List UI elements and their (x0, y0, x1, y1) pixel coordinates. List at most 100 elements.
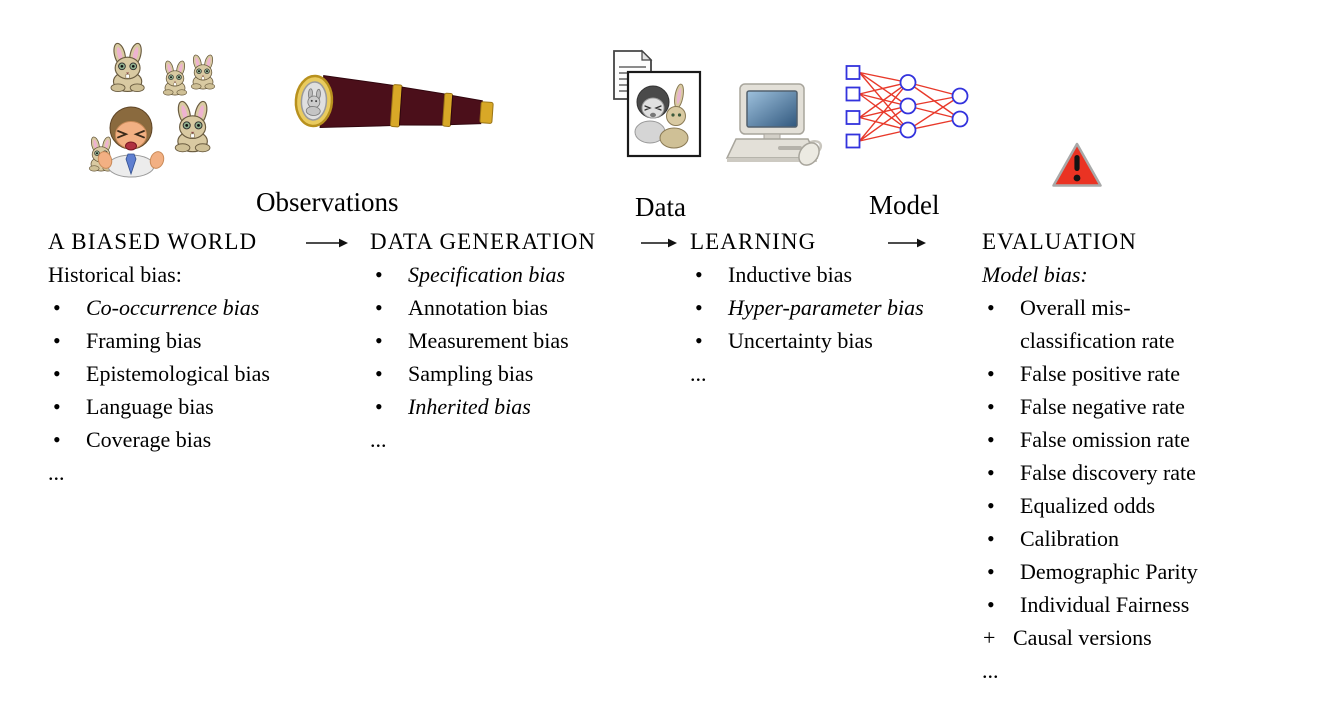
desktop-computer-icon (725, 83, 823, 166)
bias-item: •Equalized odds (982, 489, 1220, 522)
bias-item-label: Calibration (1020, 526, 1119, 551)
bullet-marker: • (987, 460, 995, 485)
bias-item: • Epistemological bias (48, 357, 358, 390)
bias-item: • Calibration (982, 522, 1220, 555)
bullet-marker: • (987, 427, 995, 452)
bias-item: • Hyper-parameter bias (690, 291, 976, 324)
flow-arrow-1 (306, 238, 348, 248)
stage-biased-world: A BIASED WORLD Historical bias: • Co-occu… (48, 225, 358, 489)
mouse (798, 142, 820, 166)
bias-item-label: Framing bias (86, 328, 202, 353)
bullet-marker: • (53, 394, 61, 419)
bias-item: • Individual Fairness (982, 588, 1220, 621)
network-nodes (845, 65, 969, 149)
bullet-marker: • (987, 592, 995, 617)
bullet-marker: • (987, 361, 995, 386)
bullet-marker: • (987, 493, 995, 518)
bias-item: + Causal versions (982, 621, 1220, 654)
bullet-marker: • (695, 262, 703, 287)
stage-title: DATA GENERATION (370, 229, 597, 254)
bias-item: • False discovery rate (982, 456, 1220, 489)
bias-item: • Inherited bias (370, 390, 662, 423)
photo-rabbit (659, 83, 689, 149)
bias-item: • Specification bias (370, 258, 662, 291)
ellipsis: ... (48, 460, 65, 485)
observations-label: Observations (256, 187, 399, 217)
ellipsis: ... (690, 361, 707, 386)
bias-item: • Sampling bias (370, 357, 662, 390)
data-label: Data (635, 192, 686, 222)
bias-item: • Language bias (48, 390, 358, 423)
screen (746, 90, 798, 128)
bias-item-label: Language bias (86, 394, 214, 419)
bullet-marker: • (53, 427, 61, 452)
bias-item-label: Annotation bias (408, 295, 548, 320)
bias-item-label: Sampling bias (408, 361, 534, 386)
crying-person-with-rabbits-icon (88, 41, 216, 178)
bias-list: •Overall mis-classification rate•False p… (982, 291, 1220, 654)
bullet-marker: • (53, 328, 61, 353)
bias-item-label: Coverage bias (86, 427, 212, 452)
stage-subtitle: Model bias: (982, 262, 1088, 287)
stage-learning: LEARNING • Inductive bias • Hyper-parameter… (690, 225, 976, 390)
bias-item-label: Specification bias (408, 262, 566, 287)
ellipsis: ... (370, 427, 387, 452)
bias-item: • Measurement bias (370, 324, 662, 357)
rabbit-in-lens (305, 88, 321, 116)
stage-title: A BIASED WORLD (48, 229, 258, 254)
bullet-marker: • (987, 559, 995, 584)
flow-arrow-3 (888, 238, 926, 248)
bias-item-label: False discovery rate (1020, 460, 1196, 485)
bullet-marker: • (375, 262, 383, 287)
bias-item-label: Causal versions (1013, 625, 1152, 650)
bullet-marker: • (695, 295, 703, 320)
stage-evaluation: EVALUATION Model bias: •Overall mis-clas… (982, 225, 1220, 687)
stage-subtitle: Historical bias: (48, 262, 182, 287)
bias-item-label: Uncertainty bias (728, 328, 873, 353)
crying-person (97, 106, 165, 178)
ellipsis: ... (982, 658, 999, 683)
bias-list: • Co-occurrence bias • Framing bias • Epistem… (48, 291, 358, 456)
bias-item-label: Individual Fairness (1020, 592, 1190, 617)
bias-item-label: Inherited bias (408, 394, 531, 419)
stage-title: EVALUATION (982, 229, 1137, 254)
bias-item: • Coverage bias (48, 423, 358, 456)
neural-network-icon (845, 65, 969, 149)
bias-item: •Overall mis-classification rate (982, 291, 1220, 357)
bias-item-label: Inductive bias (728, 262, 853, 287)
documents-with-photo-icon (613, 49, 702, 158)
bullet-marker: • (987, 526, 995, 551)
bias-list: • Inductive bias • Hyper-parameter bias • Unc… (690, 258, 976, 357)
bias-item: • Co-occurrence bias (48, 291, 358, 324)
bullet-marker: • (695, 328, 703, 353)
model-label: Model (869, 190, 940, 220)
bullet-marker: • (987, 295, 995, 320)
bullet-marker: • (375, 328, 383, 353)
stage-data-generation: DATA GENERATION • Specification bias • Anno… (370, 225, 662, 456)
bias-item: • Annotation bias (370, 291, 662, 324)
bullet-marker: • (53, 295, 61, 320)
bias-item-label: Measurement bias (408, 328, 569, 353)
bullet-marker: • (53, 361, 61, 386)
bias-item-label: Co-occurrence bias (86, 295, 260, 320)
bias-item: •False positive rate (982, 357, 1220, 390)
bias-item: • Demographic Parity (982, 555, 1220, 588)
stage-title: LEARNING (690, 229, 817, 254)
bullet-marker: • (987, 394, 995, 419)
bias-item-label: Demographic Parity (1020, 559, 1198, 584)
bullet-marker: • (375, 295, 383, 320)
bias-item-label: Hyper-parameter bias (728, 295, 924, 320)
bias-item: • Framing bias (48, 324, 358, 357)
bias-item: • Inductive bias (690, 258, 976, 291)
warning-triangle-icon (1052, 142, 1102, 187)
flow-arrow-2 (641, 238, 677, 248)
bias-item: •False negative rate (982, 390, 1220, 423)
bias-list: • Specification bias • Annotation bias • Meas… (370, 258, 662, 423)
bullet-marker: • (375, 394, 383, 419)
bias-item-label: False omission rate (1020, 427, 1190, 452)
telescope-icon (294, 74, 494, 129)
bullet-marker: • (375, 361, 383, 386)
bias-item-label: Epistemological bias (86, 361, 270, 386)
plus-marker: + (983, 625, 996, 650)
